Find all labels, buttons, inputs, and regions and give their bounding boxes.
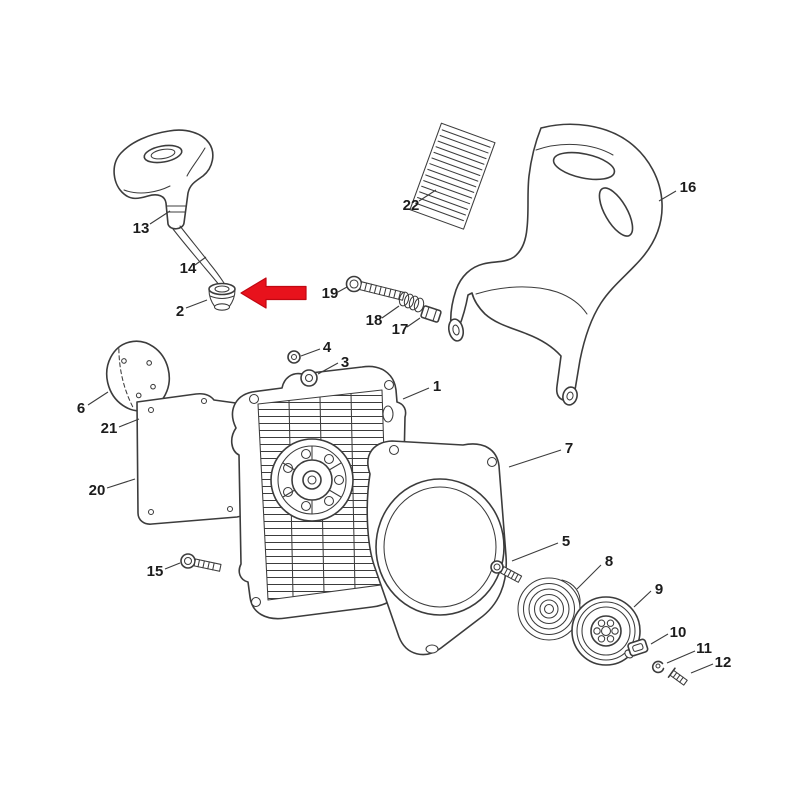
part-14-starter-rope <box>172 225 225 287</box>
part-label-4: 4 <box>323 339 332 356</box>
part-label-3: 3 <box>341 354 349 371</box>
part-12-small-screw <box>667 667 688 686</box>
fan-hub <box>270 438 354 522</box>
part-5-screw-plug <box>490 560 523 583</box>
part-15-screw <box>180 553 222 572</box>
part-label-16: 16 <box>680 179 697 196</box>
part-16-handlebar-frame <box>447 123 663 406</box>
part-labels: 1 2 3 4 5 6 7 8 9 10 11 12 13 14 15 16 1… <box>77 179 732 671</box>
part-19-collar-screw <box>345 275 405 301</box>
part-label-15: 15 <box>147 563 164 580</box>
part-7-fan-cover <box>366 440 508 656</box>
part-label-11: 11 <box>696 640 712 657</box>
part-2-grommet <box>208 282 236 311</box>
part-3-washer <box>300 369 318 387</box>
part-label-9: 9 <box>655 581 663 598</box>
part-label-22: 22 <box>403 197 420 214</box>
part-11-clip <box>651 660 665 674</box>
part-label-10: 10 <box>670 624 687 641</box>
part-label-13: 13 <box>133 220 150 237</box>
part-4-nut <box>287 350 301 364</box>
part-label-12: 12 <box>715 654 732 671</box>
part-label-18: 18 <box>366 312 383 329</box>
part-22-information-label <box>409 122 496 230</box>
part-10-pawl <box>627 638 649 657</box>
part-label-6: 6 <box>77 400 85 417</box>
red-arrow-indicator-icon <box>240 277 307 309</box>
part-label-14: 14 <box>180 260 197 277</box>
part-label-21: 21 <box>101 420 118 437</box>
part-label-2: 2 <box>176 303 184 320</box>
part-9-rope-rotor <box>571 596 641 666</box>
leader-lines <box>87 189 714 674</box>
part-label-20: 20 <box>89 482 106 499</box>
part-label-7: 7 <box>565 440 573 457</box>
part-label-5: 5 <box>562 533 570 550</box>
part-label-8: 8 <box>605 553 613 570</box>
part-1-fan-housing <box>230 365 412 620</box>
part-13-starter-grip <box>113 129 214 230</box>
part-label-19: 19 <box>322 285 339 302</box>
part-18-spring <box>398 291 425 313</box>
part-label-1: 1 <box>433 378 441 395</box>
part-8-rewind-spring <box>517 577 581 641</box>
part-17-sleeve <box>420 305 442 323</box>
part-label-17: 17 <box>392 321 409 338</box>
